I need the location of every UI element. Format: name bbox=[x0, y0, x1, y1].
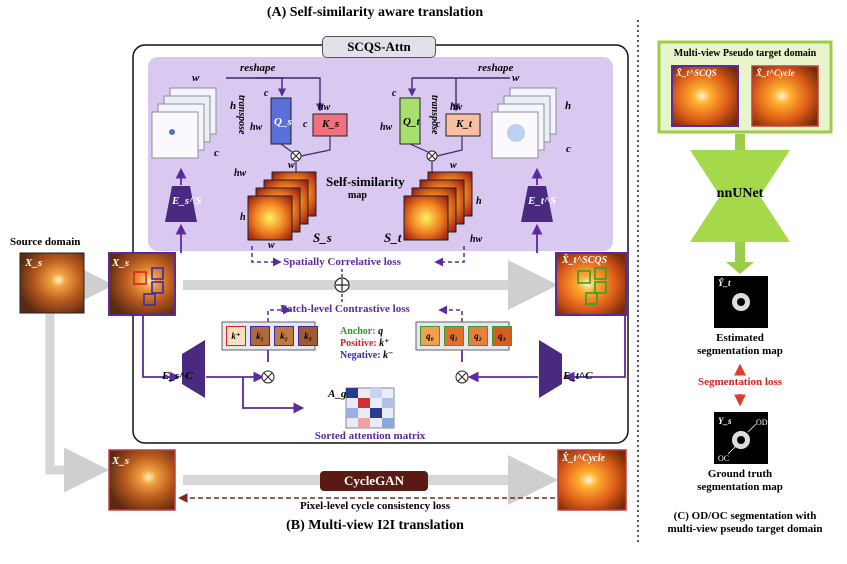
ground-truth-map-label: Ground truth segmentation map bbox=[670, 468, 810, 494]
section-b-title: (B) Multi-view I2I translation bbox=[286, 518, 464, 533]
self-similarity-label: Self-similarity bbox=[326, 174, 405, 189]
kt-label: K_t bbox=[456, 118, 472, 130]
segmentation-loss-label: Segmentation loss bbox=[697, 376, 783, 388]
hw-q-left: hw bbox=[250, 122, 263, 133]
ss-label: S_s bbox=[313, 230, 332, 245]
negative-value: k⁻ bbox=[383, 350, 394, 361]
spatially-correlative-loss: Spatially Correlative loss bbox=[283, 256, 401, 268]
nnunet-label: nnUNet bbox=[716, 186, 764, 201]
xs-label-source: X_s bbox=[25, 257, 43, 269]
h-ss: h bbox=[240, 212, 246, 223]
xt-cycle-label: X̂_t^Cycle bbox=[562, 453, 605, 464]
hw-st: hw bbox=[470, 234, 483, 245]
patch-level-contrastive-loss: Patch-level Contrastive loss bbox=[280, 303, 410, 315]
st-label: S_t bbox=[384, 230, 402, 245]
h-label-1: h bbox=[230, 100, 237, 112]
hw-k-right: hw bbox=[450, 102, 463, 113]
w-label-1: w bbox=[192, 72, 200, 84]
k1-box: k₁ bbox=[250, 326, 270, 346]
c-k-right: c bbox=[436, 119, 441, 130]
q2-box: q₂ bbox=[468, 326, 488, 346]
k3-box: k₃ bbox=[298, 326, 318, 346]
hw-q-right: hw bbox=[380, 122, 393, 133]
estimated-line-1: Estimated bbox=[716, 332, 764, 344]
h-st: h bbox=[476, 196, 482, 207]
scqs-attn-label: SCQS-Attn bbox=[322, 36, 436, 58]
section-a-title: (A) Self-similarity aware translation bbox=[266, 5, 484, 20]
section-c-line-1: (C) OD/OC segmentation with bbox=[673, 510, 817, 522]
c-label-2: c bbox=[566, 143, 571, 155]
ground-truth-line-2: segmentation map bbox=[697, 481, 783, 493]
c-label-1: c bbox=[214, 147, 219, 159]
source-domain-label: Source domain bbox=[10, 236, 81, 248]
anchor-key: Anchor: bbox=[340, 326, 376, 337]
ys-label: Y_s bbox=[718, 416, 732, 426]
encoder-et-s: E_t^S bbox=[528, 195, 557, 207]
ground-truth-line-1: Ground truth bbox=[707, 468, 773, 480]
encoder-es-s: E_s^S bbox=[172, 195, 202, 207]
estimated-map-label: Estimated segmentation map bbox=[670, 332, 810, 358]
qs-label: Q_s bbox=[274, 116, 292, 128]
anchor-legend: Anchor: q Positive: k⁺ Negative: k⁻ bbox=[340, 326, 393, 362]
xs-label-b: X_s bbox=[112, 455, 130, 467]
q3-box: q₃ bbox=[492, 326, 512, 346]
xt-scqs-label: X̂_t^SCQS bbox=[562, 255, 608, 266]
query-boxes: q₀ q₁ q₂ q₃ bbox=[420, 326, 512, 346]
map-label: map bbox=[348, 190, 367, 201]
key-boxes: k⁺ k₁ k₂ k₃ bbox=[226, 326, 318, 346]
transpose-left: transpose bbox=[236, 95, 247, 135]
pseudo-xt-cycle: X̂_t^Cycle bbox=[756, 68, 795, 78]
w-ss-bottom: w bbox=[268, 240, 275, 251]
oc-label: OC bbox=[718, 454, 730, 463]
w-st: w bbox=[450, 160, 457, 171]
w-ss: w bbox=[288, 160, 295, 171]
ks-label: K_s bbox=[322, 118, 340, 130]
positive-key: Positive: bbox=[340, 338, 377, 349]
c-k-left: c bbox=[303, 119, 308, 130]
yt-label: Ŷ_t bbox=[718, 278, 731, 288]
q0-box: q₀ bbox=[420, 326, 440, 346]
cyclegan-label: CycleGAN bbox=[320, 471, 428, 491]
multi-view-pseudo-label: Multi-view Pseudo target domain bbox=[673, 48, 817, 59]
c-q-right: c bbox=[392, 88, 397, 99]
k-plus-box: k⁺ bbox=[226, 326, 246, 346]
section-c-title: (C) OD/OC segmentation with multi-view p… bbox=[650, 510, 840, 536]
encoder-et-c: E_t^C bbox=[563, 370, 593, 382]
xs-label-a: X_s bbox=[112, 257, 130, 269]
od-label: OD bbox=[756, 418, 768, 427]
w-label-2: w bbox=[512, 72, 520, 84]
k2-box: k₂ bbox=[274, 326, 294, 346]
qt-label: Q_t bbox=[403, 116, 420, 128]
negative-key: Negative: bbox=[340, 350, 381, 361]
c-q-left: c bbox=[264, 88, 269, 99]
ag-label: A_g bbox=[328, 388, 347, 400]
section-c-line-2: multi-view pseudo target domain bbox=[667, 523, 823, 535]
hw-ss: hw bbox=[234, 168, 247, 179]
reshape-left: reshape bbox=[240, 62, 276, 74]
pixel-cycle-loss-label: Pixel-level cycle consistency loss bbox=[300, 500, 450, 512]
estimated-line-2: segmentation map bbox=[697, 345, 783, 357]
reshape-right: reshape bbox=[478, 62, 514, 74]
sorted-attention-matrix-label: Sorted attention matrix bbox=[314, 430, 426, 442]
hw-k-left: hw bbox=[318, 102, 331, 113]
pseudo-xt-scqs: X̂_t^SCQS bbox=[676, 68, 717, 78]
positive-value: k⁺ bbox=[379, 338, 390, 349]
anchor-value: q bbox=[378, 326, 384, 337]
q1-box: q₁ bbox=[444, 326, 464, 346]
h-label-2: h bbox=[565, 100, 572, 112]
encoder-es-c: E_s^C bbox=[162, 370, 193, 382]
